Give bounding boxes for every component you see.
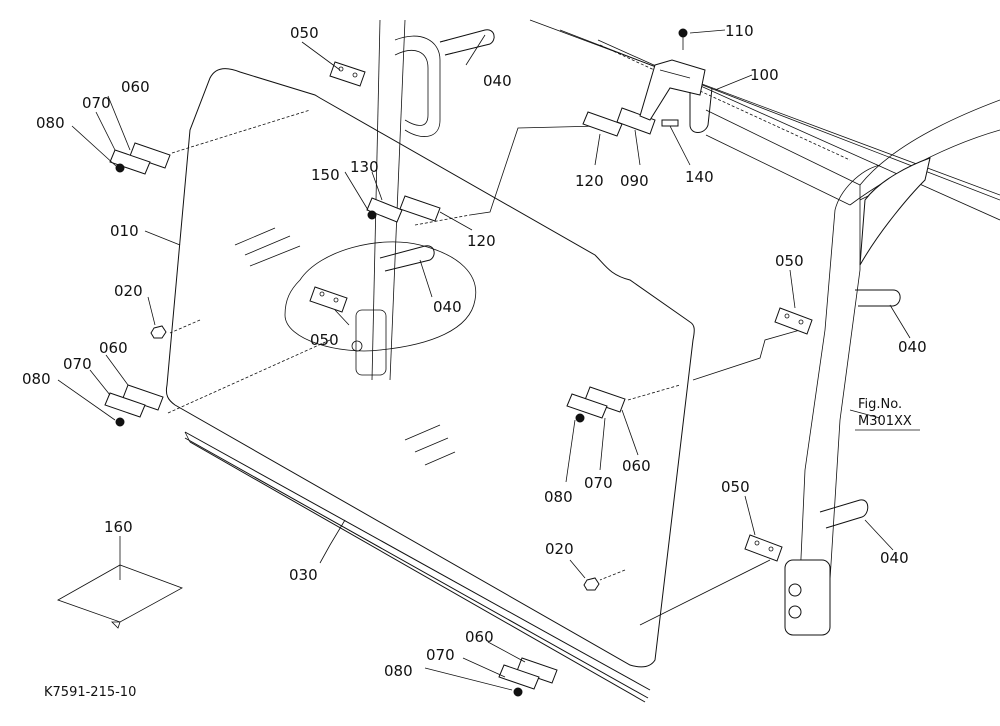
callout-160: 160: [104, 518, 133, 536]
callout-080: 080: [384, 662, 413, 680]
callout-020: 020: [114, 282, 143, 300]
callout-120: 120: [467, 232, 496, 250]
plate-060: [122, 384, 164, 411]
callout-150: 150: [311, 166, 340, 184]
nut-080: [575, 413, 585, 423]
callout-050: 050: [775, 252, 804, 270]
callout-080: 080: [22, 370, 51, 388]
callout-140: 140: [685, 168, 714, 186]
callout-050: 050: [290, 24, 319, 42]
figure-ref-line2: M301XX: [858, 414, 912, 429]
plate-070: [104, 392, 146, 418]
nut-020: [150, 325, 167, 339]
figure-ref-line1: Fig.No.: [858, 397, 902, 412]
callout-060: 060: [465, 628, 494, 646]
plate-070: [566, 393, 608, 419]
callout-040: 040: [433, 298, 462, 316]
nut-080: [115, 417, 125, 427]
seal-strip: [184, 431, 651, 703]
u-bolt-040: [379, 245, 435, 272]
callout-010: 010: [110, 222, 139, 240]
callout-070: 070: [584, 474, 613, 492]
callout-090: 090: [620, 172, 649, 190]
callout-030: 030: [289, 566, 318, 584]
nut-080: [513, 687, 523, 697]
u-bolt-040: [855, 289, 901, 307]
plate-060: [516, 657, 558, 684]
nut-080: [115, 163, 125, 173]
frame-structure: [351, 19, 1000, 636]
plate-050: [329, 61, 366, 87]
plate-120: [582, 111, 623, 137]
callout-040: 040: [483, 72, 512, 90]
drawing-code: K7591-215-10: [44, 685, 136, 700]
bracket-assembly: [639, 28, 713, 133]
plate-130: [366, 197, 403, 223]
callout-050: 050: [721, 478, 750, 496]
callout-070: 070: [426, 646, 455, 664]
nut-150: [367, 210, 377, 220]
callout-020: 020: [545, 540, 574, 558]
plate-050: [309, 286, 348, 313]
callout-060: 060: [622, 457, 651, 475]
callout-100: 100: [750, 66, 779, 84]
callout-080: 080: [36, 114, 65, 132]
plate-070: [109, 149, 151, 175]
callout-110: 110: [725, 22, 754, 40]
u-bolt-040: [439, 29, 495, 56]
callout-070: 070: [63, 355, 92, 373]
leader-lines: [57, 29, 911, 691]
callout-060: 060: [121, 78, 150, 96]
plate-060: [584, 386, 626, 413]
callout-040: 040: [898, 338, 927, 356]
plate-050: [774, 307, 813, 335]
callout-050: 050: [310, 331, 339, 349]
callout-130: 130: [350, 158, 379, 176]
plate-060: [129, 142, 171, 169]
detail-inset-outline: [284, 241, 477, 352]
callout-040: 040: [880, 549, 909, 567]
plate-070: [498, 664, 540, 690]
glass-reflection: [404, 424, 456, 466]
callout-070: 070: [82, 94, 111, 112]
callout-060: 060: [99, 339, 128, 357]
callout-080: 080: [544, 488, 573, 506]
glass-reflection: [234, 227, 301, 267]
callout-120: 120: [575, 172, 604, 190]
plate-120: [399, 195, 441, 222]
plate-050: [744, 534, 783, 562]
u-bolt-040: [819, 499, 869, 529]
label-sheet: [57, 564, 183, 623]
nut-020: [583, 577, 600, 591]
glass-panel: [165, 68, 695, 668]
